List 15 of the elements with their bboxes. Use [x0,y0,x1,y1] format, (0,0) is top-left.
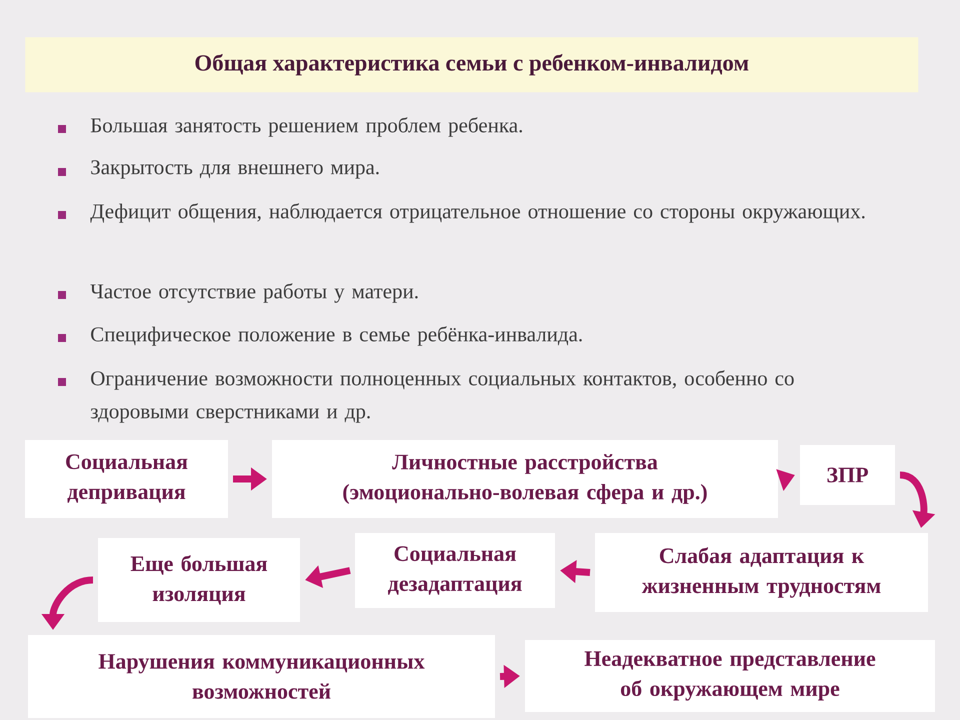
flow-box: ЗПР [800,445,896,505]
bullet-text: Частое отсутствие работы у матери. [90,283,418,303]
bullet-text: Дефицит общения, наблюдается отрицательное отношение со стороны окружающих. [90,203,865,223]
flow-box: Социальная депривация [25,440,228,518]
bullet-text: Специфическое положение в семье ребёнка-инвалида. [91,326,582,346]
bullet-text: Большая занятость решением проблем ребенка. [90,117,522,137]
flow-box: Еще большая изоляция [98,538,300,622]
flow-box: Слабая адаптация к жизненным трудностям [595,533,928,612]
bullet-text: Закрытость для внешнего мира. [91,160,379,179]
flow-box: Личностные расстройства (эмоционально-волевая сфера и др.) [272,440,778,518]
flow-box: Нарушения коммуникационных возможностей [28,635,495,718]
title-band: Общая характеристика семьи с ребенком-инвалидом [25,37,918,92]
bullet-text: Ограничение возможности полноценных социальных контактов, особенно со здоровыми сверстниками и др. [90,370,794,423]
flow-box: Социальная дезадаптация [355,533,555,608]
flow-box: Неадекватное представление об окружающем мире [525,640,936,712]
